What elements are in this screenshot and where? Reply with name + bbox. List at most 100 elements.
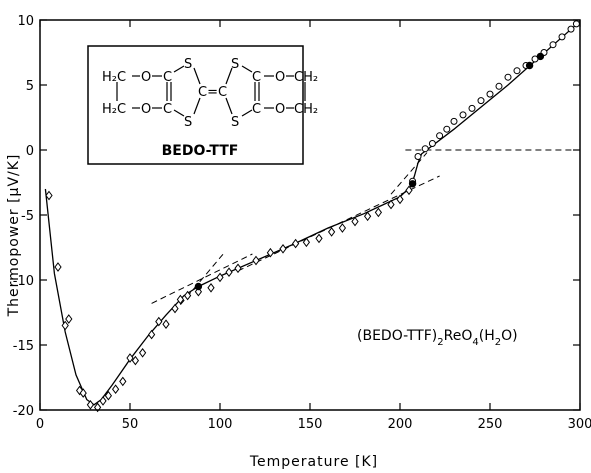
data-point-diamond xyxy=(104,390,113,401)
struct-s-left-top: S xyxy=(184,57,192,72)
data-point-diamond xyxy=(86,399,95,410)
annot-close: O) xyxy=(501,328,517,344)
annot-mid: ReO xyxy=(444,328,473,344)
data-point-diamond xyxy=(183,290,192,301)
x-tick-label: 100 xyxy=(208,417,233,432)
data-point-diamond xyxy=(405,185,413,196)
data-point-diamond xyxy=(176,294,185,305)
data-point-circle xyxy=(549,41,557,49)
struct-c-right-bottom: C xyxy=(252,102,261,117)
data-point-filled xyxy=(408,180,417,188)
x-axis-title: Temperature [K] xyxy=(249,454,378,470)
data-points xyxy=(45,20,580,413)
y-tick-label: 10 xyxy=(17,14,34,29)
y-tick-label: -5 xyxy=(21,209,34,224)
dashed-line xyxy=(237,175,440,272)
annot-open: (H xyxy=(479,328,495,344)
data-point-diamond xyxy=(126,353,134,363)
x-tick-label: 150 xyxy=(298,417,323,432)
struct-c-right-top: C xyxy=(252,70,261,85)
data-point-diamond xyxy=(225,267,233,278)
data-point-diamond xyxy=(374,207,383,218)
data-point-filled xyxy=(525,61,534,70)
data-point-diamond xyxy=(327,227,336,237)
structure-name: BEDO-TTF xyxy=(162,143,239,159)
data-point-diamond xyxy=(315,233,323,244)
fit-curve-line xyxy=(44,20,581,406)
data-point-diamond xyxy=(363,211,372,222)
struct-c-left-top: C xyxy=(163,70,172,85)
y-tick-label: 0 xyxy=(26,144,34,159)
struct-o-left-bottom: O xyxy=(141,102,151,117)
struct-o-right-top: O xyxy=(275,70,285,85)
data-point-circle xyxy=(567,25,575,33)
data-point-diamond xyxy=(54,262,62,272)
annot-sub1: 2 xyxy=(437,337,443,348)
data-point-diamond xyxy=(147,329,156,340)
data-point-circle xyxy=(421,145,429,153)
data-point-filled xyxy=(536,52,545,61)
data-point-diamond xyxy=(387,199,395,210)
data-point-diamond xyxy=(302,237,311,248)
fit-curve xyxy=(44,20,581,406)
struct-s-right-top: S xyxy=(231,57,239,72)
y-tick-label: -10 xyxy=(13,274,34,289)
data-point-diamond xyxy=(207,282,215,293)
y-axis-title: Thermopower [μV/K] xyxy=(6,154,22,318)
struct-s-right-bottom: S xyxy=(231,115,239,130)
dashed-line xyxy=(151,253,253,304)
compound-annotation: (BEDO-TTF)2ReO4(H2O) xyxy=(357,328,518,348)
plot-frame xyxy=(39,19,581,411)
data-point-diamond xyxy=(65,314,73,324)
structure-inset: H₂C O C S C=C S C O CH₂ H₂C O C S S C O … xyxy=(87,45,318,165)
data-point-diamond xyxy=(131,355,140,366)
dashed-guide-lines xyxy=(151,149,580,306)
struct-s-left-bottom: S xyxy=(184,115,192,130)
struct-cec: C=C xyxy=(198,85,227,100)
y-tick-label: 5 xyxy=(26,79,34,94)
data-point-diamond xyxy=(45,190,53,201)
y-tick-label: -20 xyxy=(13,404,34,419)
data-point-diamond xyxy=(338,223,347,233)
data-point-diamond xyxy=(99,396,107,406)
data-point-circle xyxy=(414,153,422,160)
data-point-circle xyxy=(486,90,494,98)
dashed-line xyxy=(390,152,428,195)
data-point-diamond xyxy=(351,216,359,227)
data-point-circle xyxy=(450,117,458,125)
data-point-filled xyxy=(194,282,203,291)
data-point-circle xyxy=(495,82,503,90)
struct-h2c-bottom: H₂C xyxy=(102,102,126,117)
annot-sub2: 4 xyxy=(472,337,478,348)
data-point-circle xyxy=(428,140,436,147)
data-point-circle xyxy=(477,97,485,105)
struct-o-right-bottom: O xyxy=(275,102,285,117)
data-point-diamond xyxy=(396,194,404,205)
annot-main: (BEDO-TTF) xyxy=(357,328,437,344)
data-point-diamond xyxy=(252,255,260,266)
data-point-circle xyxy=(443,125,451,133)
data-point-diamond xyxy=(162,319,170,330)
structure-box xyxy=(87,45,304,165)
y-tick-label: -15 xyxy=(13,339,34,354)
x-tick-label: 300 xyxy=(568,417,591,432)
data-point-diamond xyxy=(119,376,127,387)
struct-ch2-bottom: CH₂ xyxy=(294,102,318,117)
struct-ch2-top: CH₂ xyxy=(294,70,318,85)
struct-h2c-top: H₂C xyxy=(102,70,126,85)
data-point-circle xyxy=(436,132,444,140)
data-point-diamond xyxy=(155,316,163,327)
data-point-circle xyxy=(459,111,467,119)
data-point-diamond xyxy=(234,263,242,274)
data-point-diamond xyxy=(138,347,147,358)
data-point-diamond xyxy=(171,303,179,314)
data-point-diamond xyxy=(279,243,287,254)
data-point-diamond xyxy=(61,320,69,331)
data-point-diamond xyxy=(79,388,87,398)
annot-sub3: 2 xyxy=(495,337,501,348)
x-tick-label: 200 xyxy=(388,417,413,432)
data-point-diamond xyxy=(266,247,275,258)
data-point-circle xyxy=(468,104,476,112)
